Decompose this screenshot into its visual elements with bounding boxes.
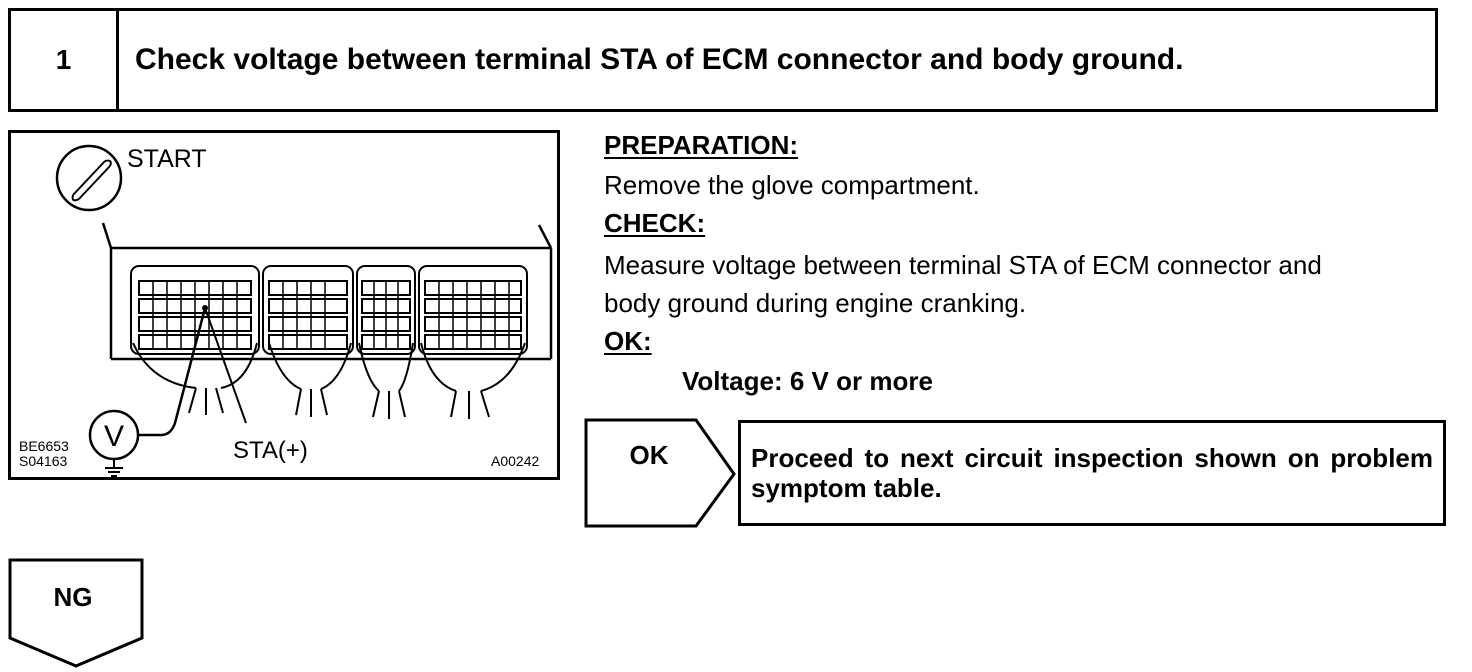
- wire-harness: [132, 342, 526, 419]
- ignition-key-icon: [55, 144, 123, 212]
- ng-arrow-shape: [8, 558, 144, 668]
- check-text-line2: body ground during engine cranking.: [604, 288, 1027, 318]
- step-number: 1: [11, 11, 119, 109]
- connector-diagram: START: [19, 144, 553, 477]
- connector-block-4: [418, 265, 528, 355]
- ok-action-box: Proceed to next circuit inspection shown…: [738, 420, 1446, 526]
- ok-spec: Voltage: 6 V or more: [682, 366, 933, 396]
- ok-label: OK: [629, 440, 669, 470]
- terminal-dividers: [152, 281, 510, 349]
- ok-heading: OK:: [604, 326, 652, 356]
- check-heading: CHECK:: [604, 208, 706, 238]
- sta-leader-line: [204, 307, 247, 424]
- ok-arrow-shape: [584, 418, 736, 528]
- ref-code-1: BE6653: [19, 438, 69, 454]
- probe-lead: [138, 307, 207, 437]
- connector-block-2: [262, 265, 354, 355]
- ground-icon: [105, 467, 123, 477]
- preparation-text: Remove the glove compartment.: [604, 170, 980, 200]
- ignition-label: START: [127, 145, 207, 173]
- preparation-heading: PREPARATION:: [604, 130, 799, 160]
- meter-symbol: V: [104, 420, 124, 453]
- figure-id: A00242: [491, 453, 539, 469]
- ecm-connector-illustration: START: [8, 130, 560, 480]
- ng-label: NG: [53, 582, 93, 612]
- voltmeter-icon: V: [88, 409, 140, 467]
- ref-code-2: S04163: [19, 453, 67, 469]
- step-header: 1 Check voltage between terminal STA of …: [8, 8, 1438, 112]
- ecm-housing: [101, 222, 553, 361]
- probe-label: STA(+): [233, 437, 308, 464]
- check-text-line1: Measure voltage between terminal STA of …: [604, 250, 1322, 280]
- step-title: Check voltage between terminal STA of EC…: [135, 43, 1184, 76]
